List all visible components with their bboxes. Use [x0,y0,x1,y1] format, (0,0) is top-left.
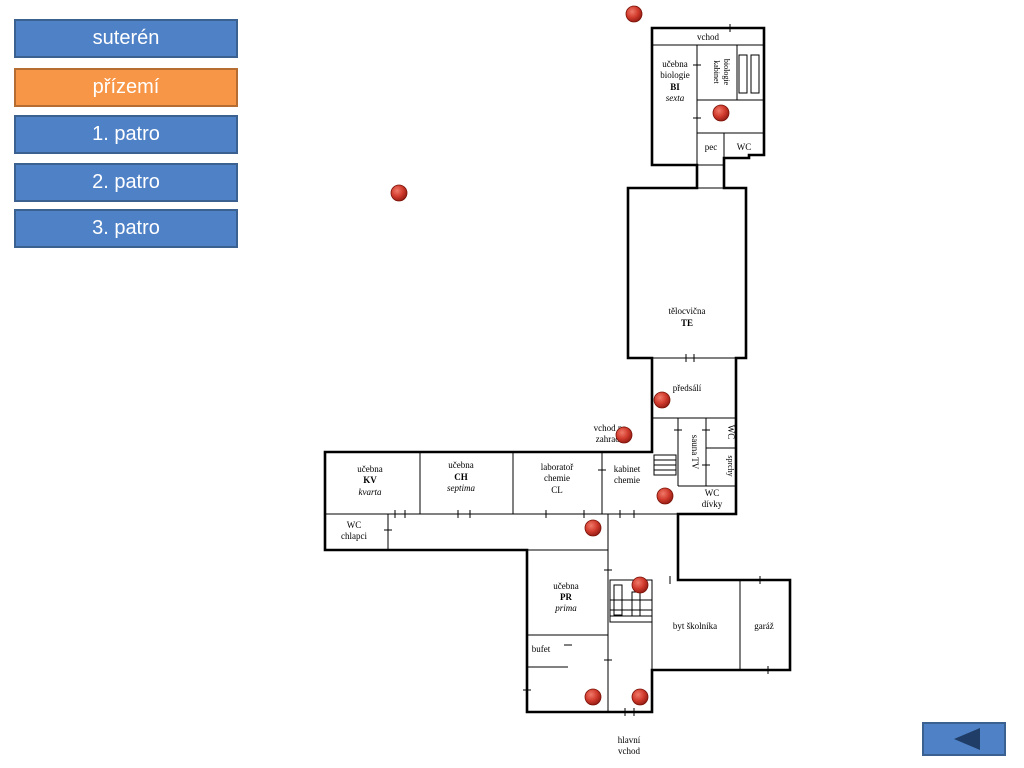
label-ch-2: CH [454,472,468,482]
label-kiln: pec [705,142,718,152]
building-outline [323,26,792,714]
red-dot-icon[interactable] [584,519,602,537]
label-biology-class: sexta [666,93,685,103]
label-wc-boys-2: chlapci [341,531,367,541]
red-dot-icon[interactable] [615,426,633,444]
label-wc-girls-2: dívky [702,499,723,509]
label-main-entrance-1: hlavní [618,735,641,745]
floor-button-basement[interactable]: suterén [14,19,238,58]
label-kv-1: učebna [357,464,382,474]
label-main-entrance-2: vchod [618,746,640,756]
stairs [609,54,760,623]
label-entrance-top: vchod [697,32,719,42]
label-pr-3: prima [554,603,577,613]
red-dot-icon[interactable] [584,688,602,706]
red-dot-icon[interactable] [631,576,649,594]
label-lab-1: laboratoř [541,462,573,472]
label-garden-1: vchod na [594,423,627,433]
red-dot-icon[interactable] [712,104,730,122]
label-bio-cabinet-2: biologie [722,59,731,86]
label-kv-2: KV [363,475,377,485]
label-biology-2: biologie [660,70,690,80]
label-biology-code: BI [670,82,680,92]
red-dot-icon[interactable] [653,391,671,409]
triangle-left-icon [954,728,980,750]
label-garden-2: zahradu [596,434,625,444]
label-biology-1: učebna [662,59,687,69]
floor-button-first[interactable]: 1. patro [14,115,238,154]
location-markers [390,5,730,706]
floor-button-second[interactable]: 2. patro [14,163,238,202]
label-wc-top: WC [737,142,752,152]
interior-walls [325,44,764,712]
label-bio-cabinet-1: kabinet [712,60,721,84]
label-wc-girls-1: WC [705,488,720,498]
label-chem-cabinet-1: kabinet [614,464,641,474]
floor-button-third[interactable]: 3. patro [14,209,238,248]
red-dot-icon[interactable] [656,487,674,505]
label-chem-cabinet-2: chemie [614,475,640,485]
floor-button-ground[interactable]: přízemí [14,68,238,107]
red-dot-icon[interactable] [390,184,408,202]
room-labels: vchod učebna biologie BI sexta kabinet b… [341,32,774,756]
label-gym-2: TE [681,318,693,328]
label-ch-1: učebna [448,460,473,470]
label-showers: sprchy [726,455,735,476]
back-button[interactable] [922,722,1006,756]
label-sauna: sauna TV [690,435,700,470]
red-dot-icon[interactable] [625,5,643,23]
label-garage: garáž [754,621,773,631]
label-lab-2: chemie [544,473,570,483]
label-lab-3: CL [551,485,563,495]
door-marks [384,24,769,716]
label-buffet: bufet [532,644,551,654]
label-gym-1: tělocvična [669,306,706,316]
label-vestibule: předsálí [673,383,702,393]
label-ch-3: septima [447,483,475,493]
label-wc-right: WC [726,425,736,440]
label-kv-3: kvarta [359,487,382,497]
label-wc-boys-1: WC [347,520,362,530]
label-janitor-flat: byt školníka [673,621,717,631]
red-dot-icon[interactable] [631,688,649,706]
label-pr-1: učebna [553,581,578,591]
label-pr-2: PR [560,592,572,602]
